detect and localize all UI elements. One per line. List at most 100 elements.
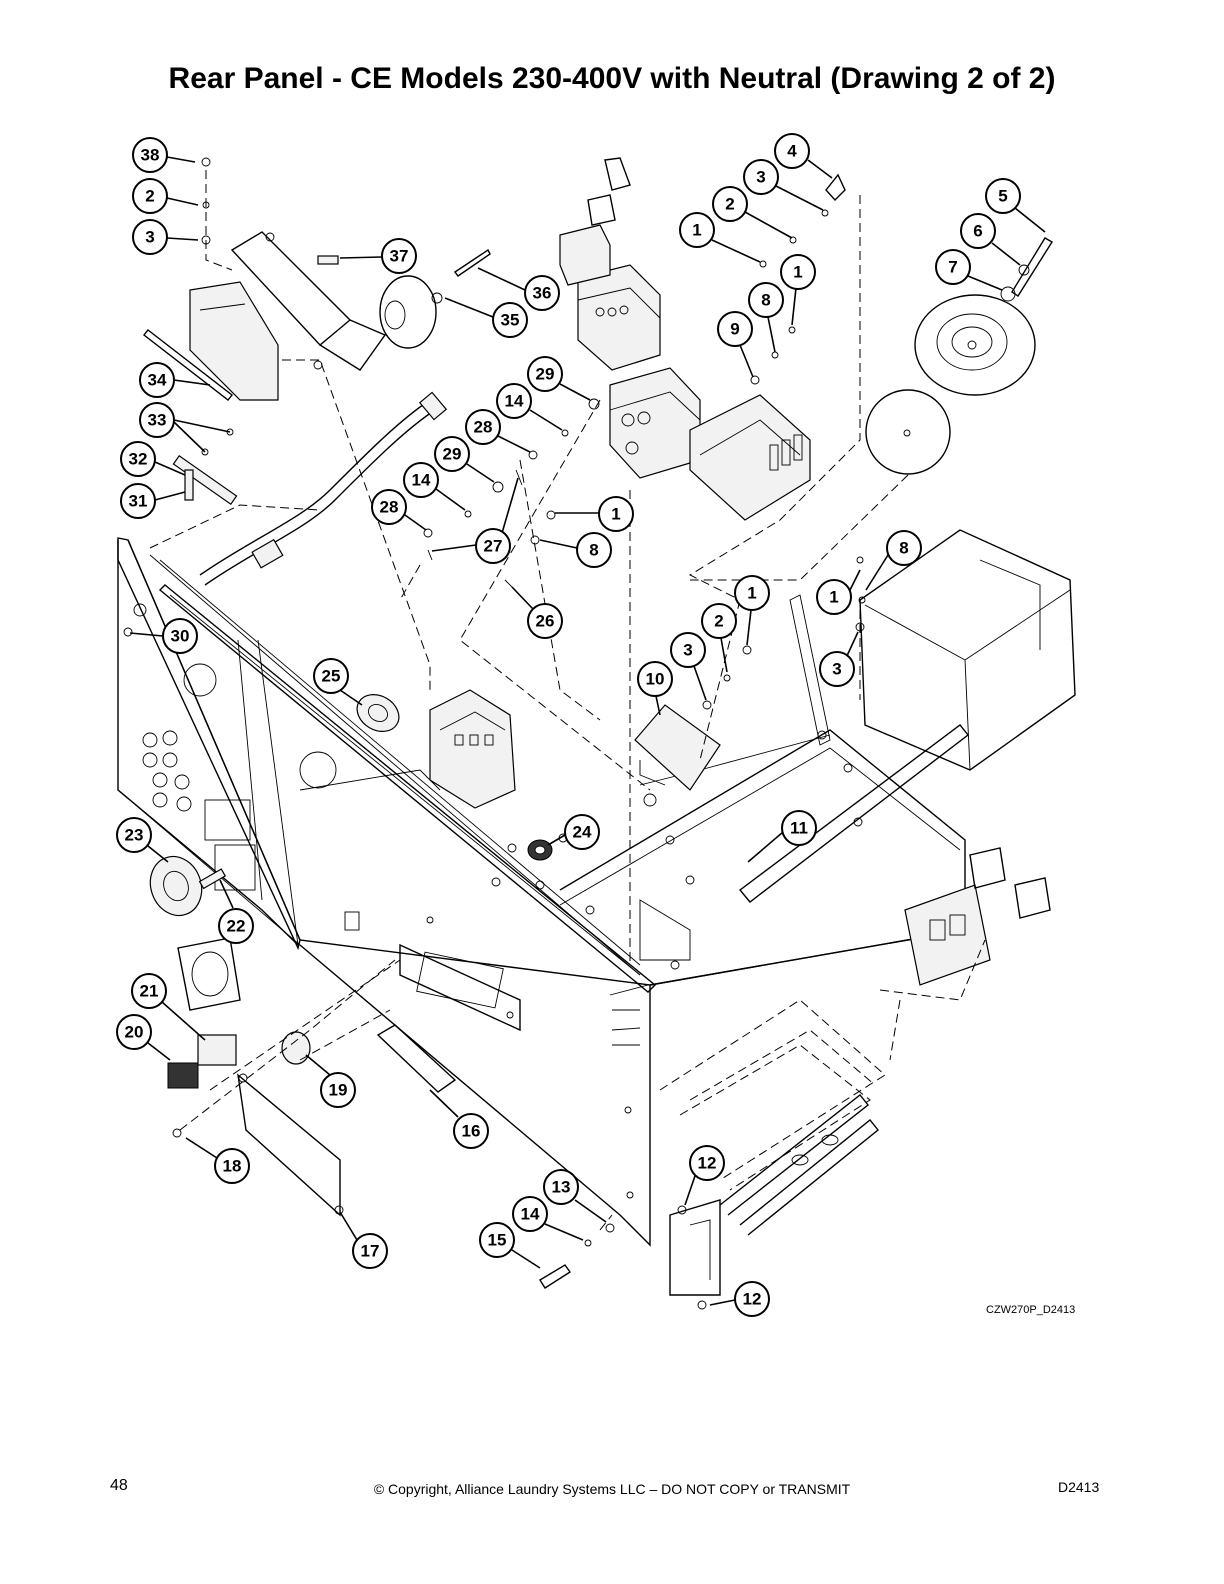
callout-3: 3	[132, 219, 199, 255]
callout-3c: 3	[670, 632, 707, 701]
callout-2c: 2	[701, 603, 737, 673]
callout-label: 36	[533, 284, 552, 303]
callout-label: 15	[488, 1231, 507, 1250]
callout-label: 37	[390, 247, 409, 266]
callout-21: 21	[131, 973, 206, 1041]
callout-30: 30	[129, 618, 198, 654]
document-code: D2413	[1058, 1479, 1100, 1495]
din-rail	[158, 584, 657, 993]
callout-label: 8	[899, 539, 908, 558]
callout-label: 1	[747, 584, 756, 603]
callout-label: 35	[501, 311, 520, 330]
callout-label: 20	[125, 1023, 144, 1042]
callout-label: 8	[589, 541, 598, 560]
callout-label: 21	[140, 982, 159, 1001]
bolt-group	[539, 1223, 615, 1289]
callout-14a: 14	[496, 383, 563, 431]
cable-harness	[199, 391, 448, 586]
terminal-block	[689, 394, 811, 521]
callout-10: 10	[637, 661, 673, 716]
callout-3d: 3	[819, 631, 859, 687]
page-number: 48	[110, 1477, 128, 1494]
callout-label: 10	[646, 670, 665, 689]
callout-12b: 12	[709, 1281, 770, 1317]
callout-8b: 8	[539, 532, 612, 568]
callout-label: 9	[730, 320, 739, 339]
callout-2b: 2	[712, 186, 793, 239]
callout-label: 3	[756, 168, 765, 187]
callout-4: 4	[774, 133, 833, 179]
callout-label: 6	[973, 222, 982, 241]
callout-13: 13	[543, 1169, 607, 1223]
callout-26: 26	[511, 586, 563, 639]
callout-5: 5	[985, 178, 1046, 233]
callout-label: 2	[725, 195, 734, 214]
callout-label: 13	[552, 1178, 571, 1197]
callout-2: 2	[132, 178, 199, 214]
callout-15: 15	[479, 1222, 541, 1269]
callout-label: 5	[998, 187, 1007, 206]
callout-36: 36	[477, 267, 560, 311]
callout-label: 28	[474, 418, 493, 437]
callout-37: 37	[339, 238, 417, 274]
small-parts	[123, 157, 866, 710]
callout-3b: 3	[743, 159, 824, 211]
callout-label: 14	[412, 471, 431, 490]
callout-24: 24	[547, 814, 600, 850]
copyright-notice: © Copyright, Alliance Laundry Systems LL…	[373, 1481, 851, 1497]
callout-label: 1	[793, 263, 802, 282]
callout-label: 31	[129, 492, 148, 511]
rear-panel-sheet	[117, 537, 651, 1247]
callout-label: 12	[698, 1154, 717, 1173]
callout-label: 16	[462, 1122, 481, 1141]
callout-25: 25	[313, 658, 363, 706]
cover-plate	[172, 1073, 344, 1217]
callout-label: 29	[443, 445, 462, 464]
callout-label: 14	[505, 392, 524, 411]
callout-8a: 8	[748, 282, 784, 353]
callout-label: 34	[148, 371, 167, 390]
callout-8c: 8	[865, 530, 922, 591]
callout-label: 25	[322, 667, 341, 686]
callout-34: 34	[139, 362, 211, 398]
callout-label: 22	[227, 917, 246, 936]
callout-35: 35	[444, 297, 528, 338]
callout-label: 2	[714, 612, 723, 631]
callout-label: 1	[829, 588, 838, 607]
callout-label: 7	[948, 258, 957, 277]
callout-14c: 14	[512, 1196, 584, 1241]
callout-label: 3	[145, 228, 154, 247]
assembly-lines	[149, 170, 986, 1231]
callout-label: 33	[148, 411, 167, 430]
page-title: Rear Panel - CE Models 230-400V with Neu…	[168, 62, 1056, 95]
callout-label: 26	[536, 612, 555, 631]
callout-label: 23	[125, 826, 144, 845]
callout-label: 19	[329, 1081, 348, 1100]
callout-18: 18	[185, 1137, 250, 1184]
callout-label: 18	[223, 1157, 242, 1176]
callout-12a: 12	[684, 1145, 725, 1206]
callout-28b: 28	[371, 489, 427, 531]
callout-9: 9	[717, 311, 754, 378]
round-knob	[379, 275, 437, 349]
cable-glands	[149, 694, 553, 1089]
callout-1d: 1	[734, 575, 770, 646]
callout-20: 20	[116, 1014, 171, 1061]
callout-1e: 1	[816, 569, 861, 615]
callout-16: 16	[429, 1089, 489, 1149]
contactor-stack	[429, 157, 701, 809]
callout-33: 33	[139, 402, 231, 453]
mounting-bracket	[189, 231, 387, 401]
callout-32: 32	[120, 441, 186, 477]
callout-22: 22	[218, 879, 254, 944]
callout-38: 38	[132, 137, 196, 173]
callout-label: 17	[361, 1242, 380, 1261]
callout-label: 28	[380, 498, 399, 517]
callout-31: 31	[120, 483, 186, 519]
transformer-box	[859, 529, 1076, 771]
callout-29b: 29	[434, 436, 495, 483]
callout-label: 24	[573, 823, 592, 842]
callout-1a: 1	[679, 212, 761, 263]
callout-label: 12	[743, 1290, 762, 1309]
